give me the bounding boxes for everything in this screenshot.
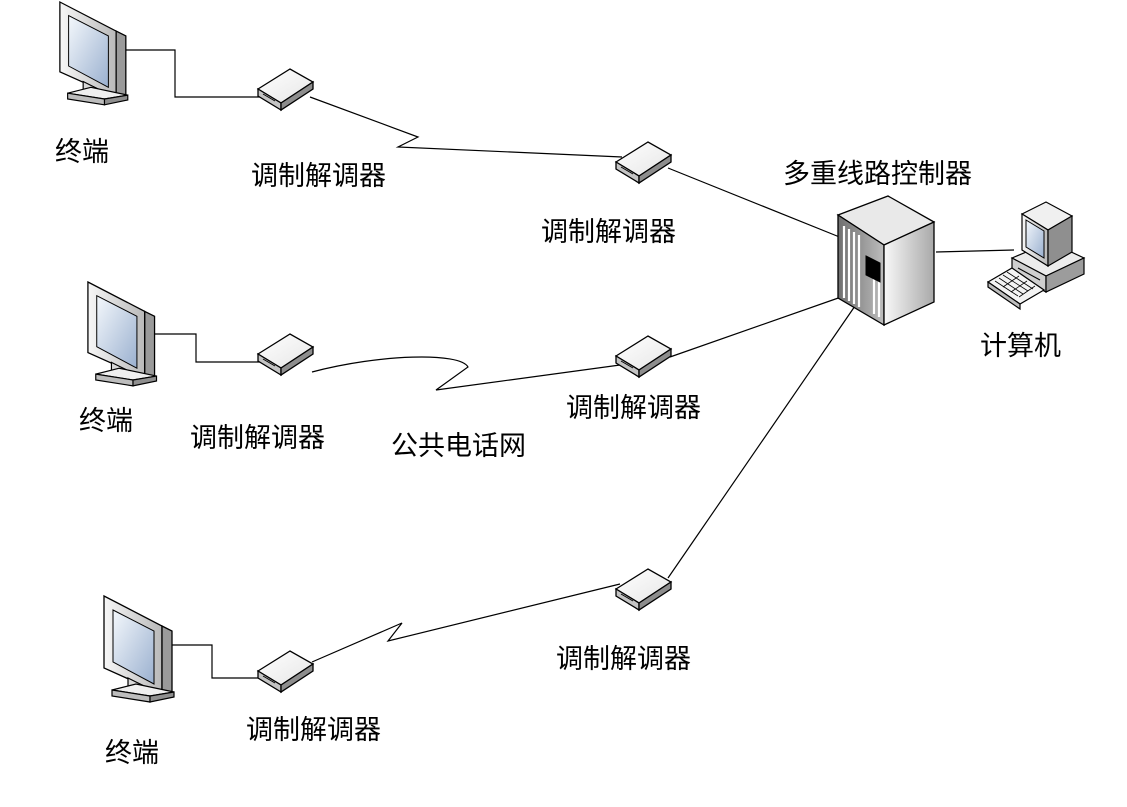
modem-c3-icon — [615, 568, 672, 611]
link-controller-3 — [667, 305, 856, 579]
modem-t2-icon — [257, 333, 314, 376]
modem-t1-label: 调制解调器 — [251, 161, 386, 192]
modem-c2-icon — [615, 335, 672, 378]
terminal-3-icon — [103, 595, 175, 703]
modem-c3-label: 调制解调器 — [556, 644, 691, 675]
terminal-3-label: 终端 — [105, 738, 159, 769]
terminal-1-icon — [59, 1, 129, 106]
terminal-1-label: 终端 — [55, 137, 109, 168]
computer-label: 计算机 — [980, 331, 1061, 362]
modem-t3-label: 调制解调器 — [246, 715, 381, 746]
computer-icon — [986, 201, 1086, 311]
terminal-2-label: 终端 — [79, 406, 133, 437]
phone-line-3 — [311, 583, 621, 663]
modem-c2-label: 调制解调器 — [566, 393, 701, 424]
modem-t2-label: 调制解调器 — [190, 423, 325, 454]
link-controller-2 — [669, 295, 845, 358]
phone-line-2 — [311, 356, 621, 391]
link-controller-1 — [667, 167, 843, 239]
modem-c1-icon — [615, 141, 672, 184]
controller-server-icon — [836, 195, 936, 327]
modem-c1-label: 调制解调器 — [541, 217, 676, 248]
link-computer — [935, 249, 1015, 253]
controller-label: 多重线路控制器 — [783, 159, 972, 190]
network-label: 公共电话网 — [391, 431, 526, 462]
terminal-2-icon — [87, 281, 158, 387]
connection-lines — [120, 49, 1015, 679]
modem-t1-icon — [257, 68, 314, 111]
cable-terminal-3 — [162, 644, 262, 679]
cable-terminal-1 — [120, 49, 262, 98]
modem-t3-icon — [257, 650, 314, 693]
phone-line-1 — [309, 96, 623, 158]
cable-terminal-2 — [150, 333, 262, 363]
